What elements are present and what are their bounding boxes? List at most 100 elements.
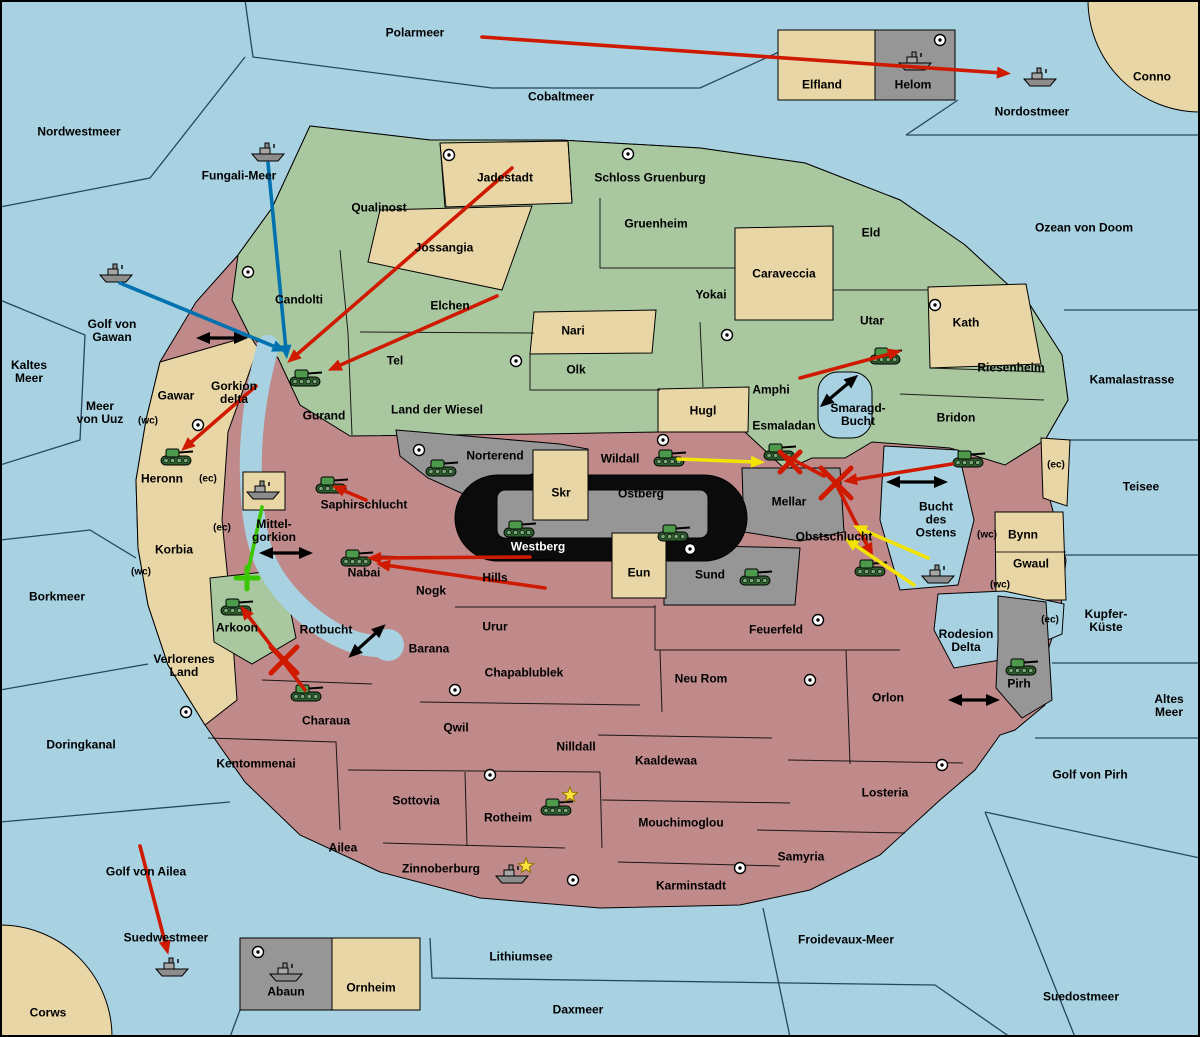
ship-unit[interactable] [250,142,286,162]
territory-label-charaua[interactable]: Charaua [301,713,351,728]
sea-label-teisee[interactable]: Teisee [1122,479,1160,494]
territory-label-bucht-des-ostens[interactable]: Bucht des Ostens [915,499,957,540]
sea-label-froidevaux-meer[interactable]: Froidevaux-Meer [797,932,895,947]
territory-label-nabai[interactable]: Nabai [347,565,381,580]
territory-label-hills[interactable]: Hills [482,570,508,585]
sea-label-suedostmeer[interactable]: Suedostmeer [1042,989,1120,1004]
territory-label-losteria[interactable]: Losteria [861,785,909,800]
territory-label-samyria[interactable]: Samyria [777,849,825,864]
territory-label-obstschlucht[interactable]: Obstschlucht [795,529,873,544]
territory-label-karminstadt[interactable]: Karminstadt [655,878,727,893]
tank-unit[interactable] [952,450,986,468]
sea-label-golf-von-pirh[interactable]: Golf von Pirh [1052,767,1128,782]
territory-label-mellar[interactable]: Mellar [771,494,807,509]
tank-unit[interactable] [289,369,323,387]
territory-label-land-der-wiesel[interactable]: Land der Wiesel [391,402,483,417]
territory-label-sottovia[interactable]: Sottovia [392,793,440,808]
territory-label-gorkion-delta[interactable]: Gorkion delta [210,379,258,406]
territory-label-feuerfeld[interactable]: Feuerfeld [748,622,804,637]
tank-unit[interactable] [340,549,374,567]
territory-label-schloss-gruenburg[interactable]: Schloss Gruenburg [594,170,706,185]
territory-label-rotbucht[interactable]: Rotbucht [299,622,353,637]
territory-label-bridon[interactable]: Bridon [936,410,976,425]
sea-label-polarmeer[interactable]: Polarmeer [385,25,445,40]
sea-label-lithiumsee[interactable]: Lithiumsee [489,949,553,964]
ship-unit[interactable] [245,480,281,500]
territory-label-urur[interactable]: Urur [482,619,508,634]
territory-label-heronn[interactable]: Heronn [141,471,183,486]
territory-label-bynn[interactable]: Bynn [1008,527,1038,542]
territory-label-tel[interactable]: Tel [386,353,404,368]
sea-label-corws[interactable]: Corws [29,1005,67,1020]
sea-label-nordwestmeer[interactable]: Nordwestmeer [37,124,121,139]
territory-label-westberg[interactable]: Westberg [510,539,566,554]
sea-label-borkmeer[interactable]: Borkmeer [28,589,86,604]
sea-label-kamalastrasse[interactable]: Kamalastrasse [1089,372,1175,387]
territory-label-gurand[interactable]: Gurand [302,408,346,423]
tank-unit[interactable] [657,524,691,542]
sea-label-doringkanal[interactable]: Doringkanal [46,737,116,752]
territory-label-eld[interactable]: Eld [861,225,881,240]
territory-label-helom[interactable]: Helom [894,77,932,92]
territory-label-ostberg[interactable]: Ostberg [617,486,665,501]
sea-label-altes-meer[interactable]: Altes Meer [1154,692,1184,719]
territory-label-chapablublek[interactable]: Chapablublek [484,665,564,680]
territory-label-kaaldewaa[interactable]: Kaaldewaa [634,753,698,768]
territory-label-utar[interactable]: Utar [859,313,885,328]
territory-label-orlon[interactable]: Orlon [872,690,904,705]
sea-label-fungali-meer[interactable]: Fungali-Meer [201,168,277,183]
territory-label-barana[interactable]: Barana [408,641,450,656]
territory-label-ornheim[interactable]: Ornheim [346,980,396,995]
tank-unit[interactable] [1005,658,1039,676]
territory-label-olk[interactable]: Olk [566,362,586,377]
territory-label-verlorenes-land[interactable]: Verlorenes Land [153,652,215,679]
territory-label-nilldall[interactable]: Nilldall [556,739,596,754]
ship-unit[interactable] [920,564,956,584]
territory-label-skr[interactable]: Skr [551,485,571,500]
sea-label-ozean-von-doom[interactable]: Ozean von Doom [1034,220,1134,235]
territory-label-smaragd-bucht[interactable]: Smaragd- Bucht [830,401,886,428]
territory-label-saphirschlucht[interactable]: Saphirschlucht [320,497,408,512]
territory-label-neu-rom[interactable]: Neu Rom [674,671,728,686]
tank-unit[interactable] [653,449,687,467]
territory-label-abaun[interactable]: Abaun [267,984,305,999]
territory-label-norterend[interactable]: Norterend [466,448,524,463]
territory-label-elfland[interactable]: Elfland [801,77,843,92]
territory-label-ailea[interactable]: Ailea [328,840,358,855]
territory-label-riesenheim[interactable]: Riesenheim [977,360,1045,375]
territory-label-qwil[interactable]: Qwil [443,720,469,735]
territory-label-rotheim[interactable]: Rotheim [484,810,532,825]
territory-label-jadestadt[interactable]: Jadestadt [476,170,534,185]
territory-label-jossangia[interactable]: Jossangia [414,240,474,255]
sea-label-nordostmeer[interactable]: Nordostmeer [994,104,1070,119]
sea-label-kupfer-k-ste[interactable]: Kupfer- Küste [1084,607,1128,634]
territory-label-elchen[interactable]: Elchen [430,298,470,313]
ship-unit[interactable] [1022,67,1058,87]
territory-label-nari[interactable]: Nari [561,323,585,338]
territory-label-qualinost[interactable]: Qualinost [351,200,407,215]
tank-unit[interactable] [425,459,459,477]
tank-unit[interactable] [503,520,537,538]
territory-label-gruenheim[interactable]: Gruenheim [624,216,688,231]
territory-label-caraveccia[interactable]: Caraveccia [752,266,816,281]
territory-label-esmaladan[interactable]: Esmaladan [752,418,816,433]
sea-label-suedwestmeer[interactable]: Suedwestmeer [123,930,209,945]
territory-label-pirh[interactable]: Pirh [1007,676,1031,691]
sea-label-meer-von-uuz[interactable]: Meer von Uuz [76,399,124,426]
ship-unit[interactable] [268,962,304,982]
ship-unit[interactable] [154,957,190,977]
territory-label-yokai[interactable]: Yokai [695,287,727,302]
territory-label-mouchimoglou[interactable]: Mouchimoglou [638,815,724,830]
sea-label-golf-von-gawan[interactable]: Golf von Gawan [87,317,137,344]
tank-unit[interactable] [160,448,194,466]
territory-label-hugl[interactable]: Hugl [689,403,717,418]
territory-label-kath[interactable]: Kath [952,315,980,330]
sea-label-conno[interactable]: Conno [1133,69,1171,84]
territory-label-wildall[interactable]: Wildall [600,451,640,466]
territory-label-rodesion-delta[interactable]: Rodesion Delta [938,627,994,654]
sea-label-daxmeer[interactable]: Daxmeer [552,1002,604,1017]
territory-label-zinnoberburg[interactable]: Zinnoberburg [402,861,480,876]
sea-label-cobaltmeer[interactable]: Cobaltmeer [527,89,595,104]
territory-label-eun[interactable]: Eun [627,565,651,580]
sea-label-kaltes-meer[interactable]: Kaltes Meer [10,358,48,385]
